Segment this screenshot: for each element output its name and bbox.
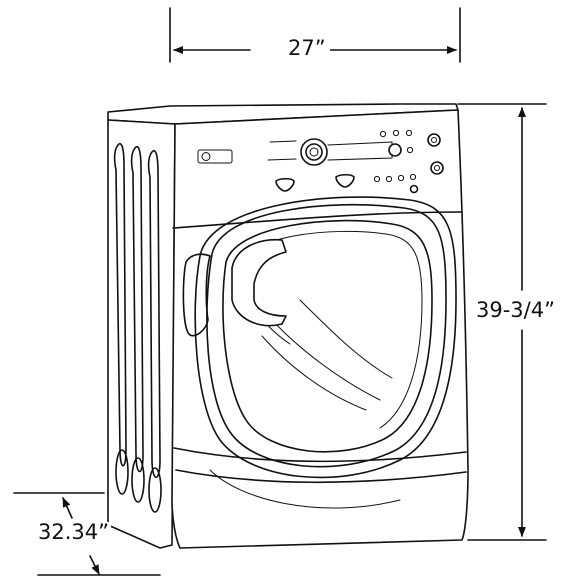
width-label: 27” [284, 38, 330, 59]
door-icon[interactable] [195, 197, 456, 477]
door-hinge [183, 254, 210, 335]
dryer-body [108, 104, 468, 548]
door-handle[interactable] [232, 240, 286, 326]
side-grooves [115, 144, 161, 512]
depth-arrow-up-icon [63, 497, 72, 518]
panel-tab-right[interactable] [336, 175, 354, 187]
pedestal-top-line [174, 448, 466, 461]
door-reflection [210, 470, 400, 508]
width-dimension [170, 8, 460, 62]
panel-buttons[interactable] [374, 130, 417, 192]
depth-arrow-down-icon [90, 556, 99, 575]
panel-tab-left[interactable] [276, 179, 294, 191]
right-dials[interactable] [428, 134, 443, 174]
depth-label: 32.34” [36, 520, 111, 544]
cycle-knob-icon[interactable] [301, 139, 327, 165]
depth-dimension [14, 493, 160, 575]
brand-badge [198, 150, 232, 163]
control-panel-edge [173, 212, 462, 228]
front-panel [172, 110, 468, 548]
ge-logo-icon [202, 153, 210, 161]
height-dimension [458, 104, 546, 540]
pedestal-line [176, 470, 466, 482]
height-label: 39-3/4” [476, 298, 555, 323]
